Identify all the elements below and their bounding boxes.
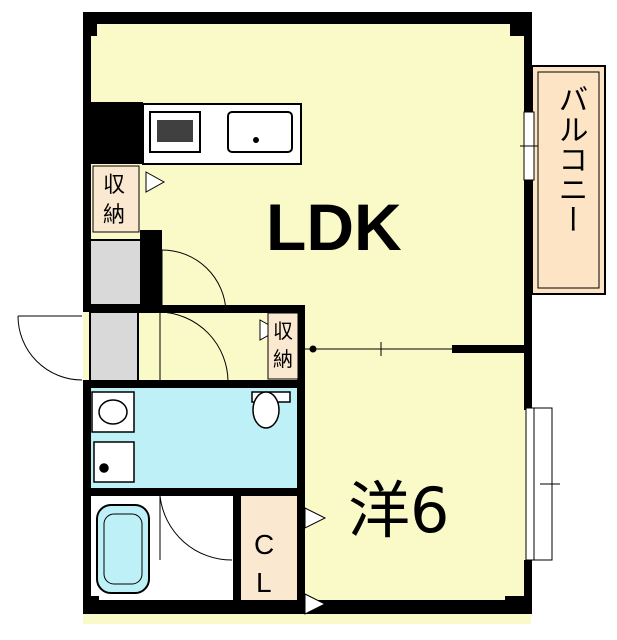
kitchen-counter <box>142 103 302 165</box>
toilet-icon <box>251 391 291 429</box>
western-room-window <box>525 407 560 561</box>
doors <box>17 249 233 561</box>
washbasin-icon <box>91 391 135 483</box>
storage-block-lower <box>89 311 139 383</box>
room-label-ldk: LDK <box>266 190 402 264</box>
sink-icon <box>227 111 293 153</box>
bathtub-inner <box>103 513 143 585</box>
storage-1-label-bottom: 納 <box>103 203 125 228</box>
balcony-label: バルコニー <box>553 84 588 234</box>
balcony <box>531 65 606 295</box>
storage-2-label-top: 収 <box>273 319 293 343</box>
bathtub <box>96 504 150 594</box>
closet-area <box>240 495 300 603</box>
closet-label-c: C <box>254 529 274 560</box>
closet-label-l: L <box>256 567 272 598</box>
storage-1 <box>92 165 140 233</box>
storage-1-label-top: 収 <box>103 173 125 198</box>
stove-icon <box>157 120 193 142</box>
room-label-western: 洋6 <box>348 474 449 547</box>
storage-2-label-bottom: 納 <box>273 347 293 371</box>
room-divider <box>305 342 452 356</box>
balcony-window <box>520 111 538 181</box>
storage-2 <box>267 312 299 380</box>
